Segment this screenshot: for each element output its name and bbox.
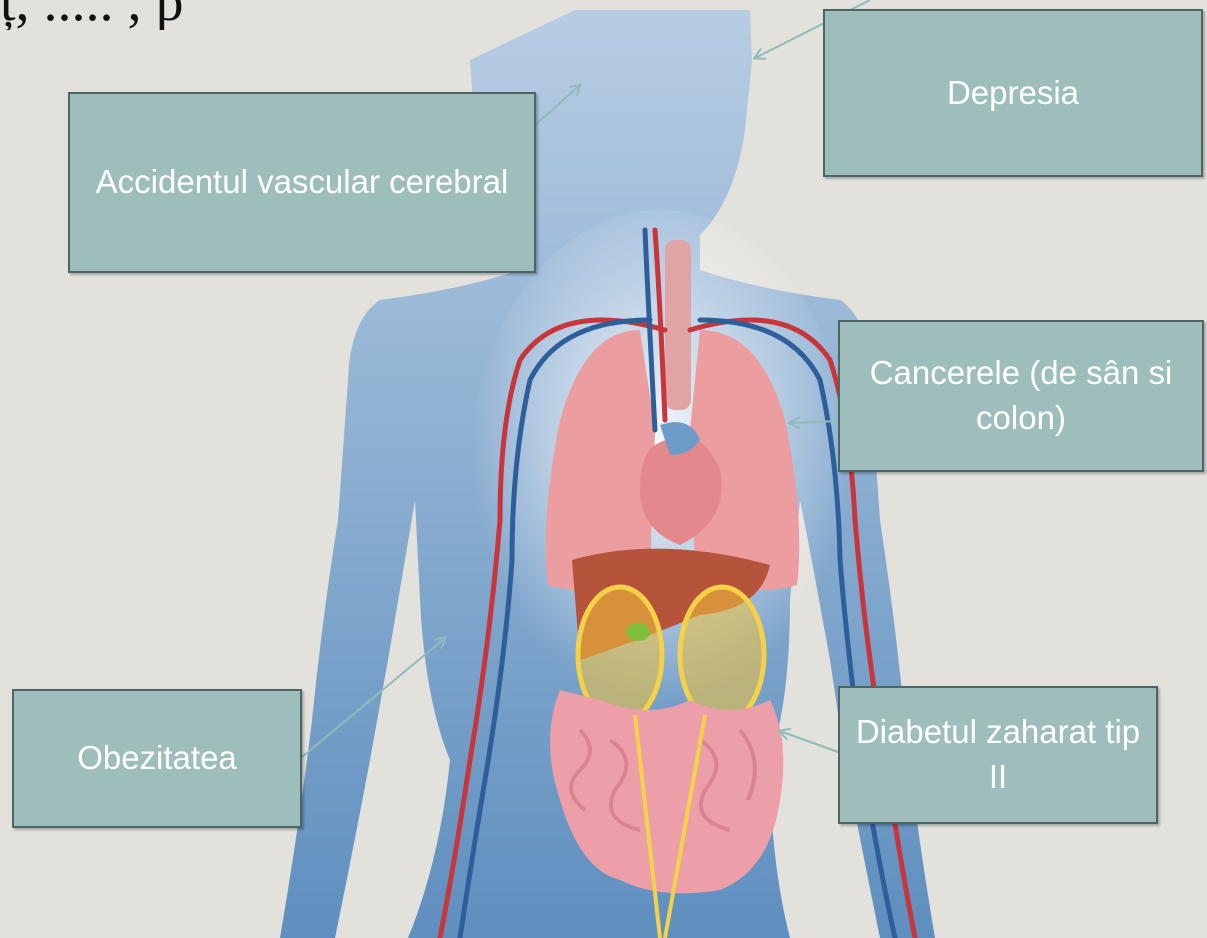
label-obesity-text: Obezitatea <box>77 736 237 781</box>
label-stroke-text: Accidentul vascular cerebral <box>96 160 509 205</box>
label-cancers: Cancerele (de sân si colon) <box>838 320 1204 472</box>
label-stroke: Accidentul vascular cerebral <box>68 92 536 273</box>
label-depression-text: Depresia <box>947 71 1079 116</box>
label-depression: Depresia <box>823 9 1203 177</box>
gallbladder <box>626 623 650 641</box>
trachea <box>665 240 691 410</box>
label-diabetes-text: Diabetul zaharat tip II <box>854 710 1142 799</box>
label-diabetes: Diabetul zaharat tip II <box>838 686 1158 824</box>
arrow-diabetes <box>780 731 838 752</box>
label-cancers-text: Cancerele (de sân si colon) <box>854 351 1188 440</box>
label-obesity: Obezitatea <box>12 689 302 828</box>
